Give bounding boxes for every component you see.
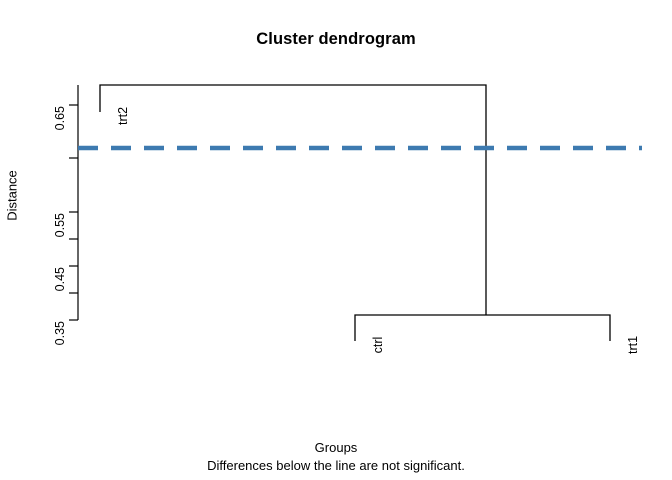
y-tick-label-0.55: 0.55 xyxy=(53,213,67,238)
y-tick-label-0.35: 0.35 xyxy=(53,321,67,346)
x-axis-title: Groups xyxy=(314,440,358,455)
y-tick-label-0.45: 0.45 xyxy=(53,267,67,292)
branch-ctrl-trt1 xyxy=(354,314,611,341)
chart-title: Cluster dendrogram xyxy=(256,30,416,48)
y-tick-label-0.65: 0.65 xyxy=(53,106,67,131)
branch-root xyxy=(99,84,487,315)
x-axis-subtitle: Differences below the line are not signi… xyxy=(207,458,465,473)
leaf-label-trt1: trt1 xyxy=(626,335,640,355)
leaf-label-ctrl: ctrl xyxy=(371,336,385,354)
leaf-label-trt2: trt2 xyxy=(116,106,130,126)
